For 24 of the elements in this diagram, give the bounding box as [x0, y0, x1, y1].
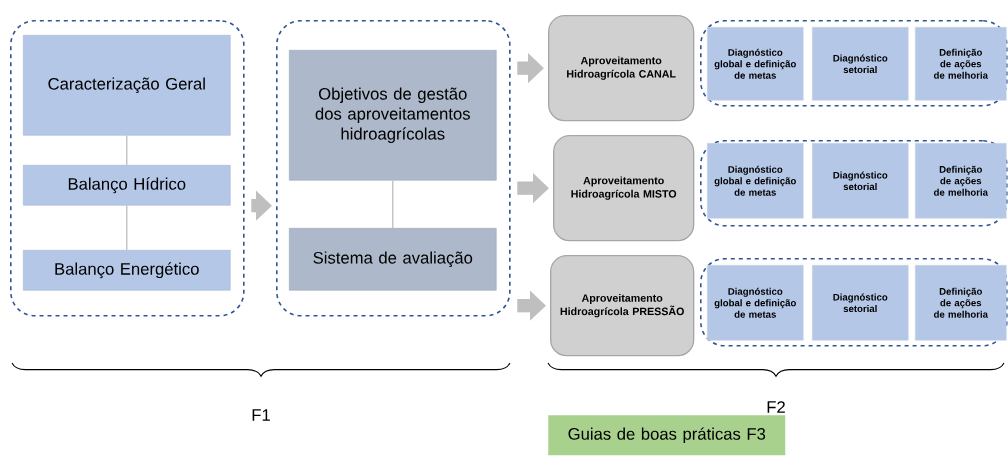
step-box: Definição de ações de melhoria [915, 143, 1007, 219]
process-box: Caracterização Geral [23, 35, 231, 136]
rounded-box: Aproveitamento Hidroagrícola CANAL [548, 15, 695, 122]
step-box: Diagnóstico setorial [812, 265, 909, 341]
process-box: Sistema de avaliação [289, 228, 497, 291]
process-box: Balanço Energético [23, 250, 231, 291]
brace-label: F1 [252, 409, 270, 421]
connector-line [392, 179, 394, 229]
process-box: Balanço Hídrico [23, 165, 231, 206]
connector-line [126, 134, 128, 166]
step-box: Definição de ações de melhoria [915, 265, 1007, 341]
step-box: Diagnóstico global e definição de metas [707, 143, 804, 219]
step-box: Diagnóstico setorial [812, 27, 909, 101]
process-box: Objetivos de gestão dos aproveitamentos hidroagrícolas [289, 50, 497, 181]
connector-line [126, 204, 128, 251]
step-box: Diagnóstico global e definição de metas [707, 265, 804, 341]
step-box: Definição de ações de melhoria [915, 27, 1007, 101]
banner-box: Guias de boas práticas F3 [548, 415, 786, 456]
step-box: Diagnóstico setorial [812, 143, 909, 219]
dashed-group-frame [276, 20, 511, 317]
dashed-group-frame [10, 20, 245, 317]
step-box: Diagnóstico global e definição de metas [707, 27, 804, 101]
rounded-box: Aproveitamento Hidroagrícola MISTO [553, 135, 695, 242]
rounded-box: Aproveitamento Hidroagrícola PRESSÃO [550, 255, 695, 357]
